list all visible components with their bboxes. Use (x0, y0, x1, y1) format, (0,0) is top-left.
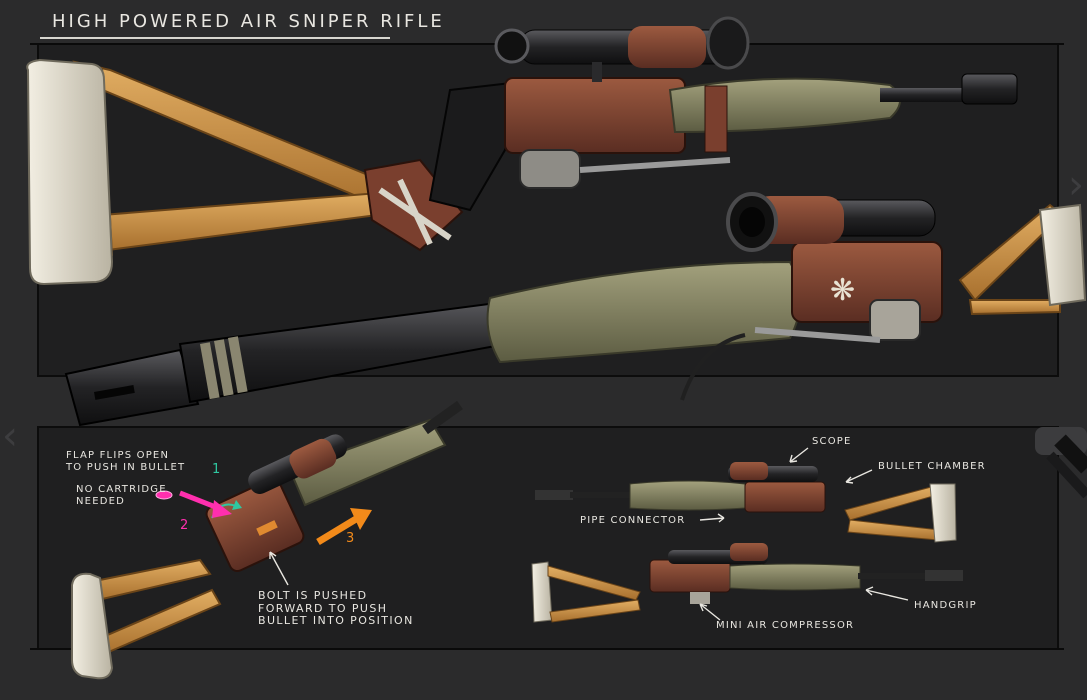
rifle-small-left (531, 543, 963, 623)
handguard-cloth (629, 480, 746, 511)
barrel-wrap (200, 336, 248, 400)
rifle-top-view (26, 16, 1018, 286)
muzzle (925, 570, 963, 581)
handgrip-arrow (865, 586, 909, 601)
next-rifle-preview (1035, 427, 1087, 499)
next-arrow-icon[interactable]: › (1068, 162, 1084, 208)
muzzle (535, 490, 573, 500)
annotation-arrows (269, 447, 909, 621)
butt-pad (71, 572, 114, 680)
step-2-arrow-head (212, 500, 232, 518)
barrel (422, 400, 463, 435)
step-2-label: 2 (180, 518, 189, 533)
bolt-arrow (269, 551, 289, 586)
paw-emblem: ❋ (830, 273, 855, 308)
handguard-cloth (288, 418, 447, 507)
air-canister (519, 149, 581, 189)
step-1-label: 1 (212, 462, 221, 477)
scope (494, 16, 750, 82)
rifle-mechanism-view (71, 400, 463, 680)
rifle-small-right (535, 462, 957, 543)
step-arrows (155, 490, 372, 545)
butt-pad (26, 58, 114, 286)
stock-frame (547, 565, 641, 623)
bolt-annotation: Bolt is pushed forward to push bullet in… (258, 589, 414, 628)
barrel (570, 492, 635, 498)
bullet-chamber-arrow (845, 469, 873, 484)
flap-annotation: Flap flips open to push in bullet (66, 450, 186, 473)
scope-arrow (789, 447, 809, 463)
title-underline (40, 37, 390, 39)
step-3-arrow (316, 516, 358, 545)
step-2-arrow (179, 490, 219, 511)
step-1-arrow-head (232, 500, 242, 510)
barrel (880, 88, 980, 102)
receiver (504, 77, 686, 154)
receiver (649, 559, 731, 593)
air-compressor (690, 592, 710, 604)
bullet-chamber-label: Bullet chamber (878, 461, 986, 472)
leather-strap (704, 85, 728, 153)
pipe (680, 333, 746, 401)
receiver (744, 481, 826, 513)
scope (248, 434, 347, 494)
handgrip-label: Handgrip (914, 600, 977, 611)
scope-cover (730, 543, 768, 561)
pipe-connector (754, 327, 881, 343)
no-cartridge-annotation: No cartridge needed (76, 484, 167, 507)
handguard-cloth (729, 563, 861, 591)
air-pipe (579, 157, 731, 173)
scope-label: Scope (812, 436, 852, 447)
stock-frame (844, 483, 957, 543)
bullet-icon (155, 490, 173, 500)
step-3-label: 3 (346, 531, 355, 546)
scope (726, 192, 936, 252)
rifle-side-view: ❋ (64, 192, 1087, 427)
bolt (256, 520, 278, 536)
scope-cover (730, 462, 768, 480)
muzzle (961, 73, 1018, 105)
pipe-connector-arrow (699, 513, 725, 523)
prev-arrow-icon[interactable]: ‹ (2, 413, 18, 459)
page-title: High Powered Air Sniper Rifle (52, 11, 445, 32)
handguard-cloth (486, 260, 801, 364)
mini-air-compressor-label: Mini air compressor (716, 620, 855, 631)
stock-frame (958, 203, 1087, 316)
barrel (858, 573, 928, 579)
muzzle-slot (94, 385, 135, 400)
pipe-connector-label: Pipe connector (580, 515, 686, 526)
step-3-arrow-head (350, 508, 372, 530)
air-compressor (869, 299, 921, 341)
compressor-arrow (699, 603, 721, 621)
